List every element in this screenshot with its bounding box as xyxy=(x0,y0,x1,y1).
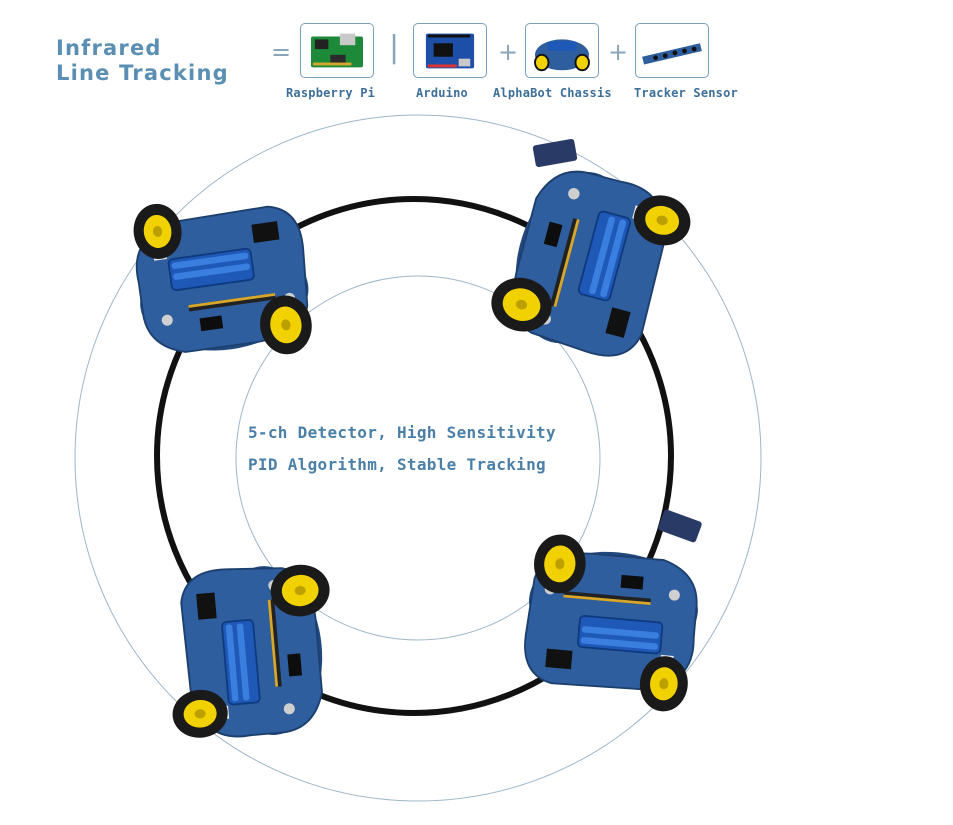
page-title: Infrared Line Tracking xyxy=(56,36,229,86)
feature-line-1: 5-ch Detector, High Sensitivity xyxy=(248,423,556,442)
black-track-line xyxy=(154,196,674,716)
label-arduino: Arduino xyxy=(416,86,468,100)
robot-bottom-right xyxy=(519,531,705,715)
robot-bottom-left xyxy=(159,559,343,745)
raspberry-pi-box xyxy=(300,23,374,78)
or-separator: | xyxy=(389,30,400,65)
label-raspberry-pi: Raspberry Pi xyxy=(286,86,376,100)
inner-ring xyxy=(235,275,601,641)
robot-top-right xyxy=(483,154,698,371)
ultrasonic-sensor-icon xyxy=(658,509,702,543)
arduino-board-icon xyxy=(425,33,475,69)
title-line-1: Infrared xyxy=(56,36,162,60)
ultrasonic-sensor-icon xyxy=(532,138,578,168)
arduino-box xyxy=(413,23,487,78)
raspberry-pi-board-icon xyxy=(310,33,364,68)
tracker-sensor-icon xyxy=(642,43,702,65)
plus-sign-2: + xyxy=(608,38,629,66)
equals-sign: = xyxy=(271,38,292,66)
tracker-sensor-box xyxy=(635,23,709,78)
label-alphabot-chassis: AlphaBot Chassis xyxy=(493,86,612,100)
label-tracker-sensor: Tracker Sensor xyxy=(634,86,738,100)
alphabot-chassis-icon xyxy=(534,39,590,72)
plus-sign-1: + xyxy=(498,38,519,66)
alphabot-chassis-box xyxy=(525,23,599,78)
robot-top-left xyxy=(125,183,319,375)
outer-ring xyxy=(74,114,762,802)
feature-line-2: PID Algorithm, Stable Tracking xyxy=(248,455,546,474)
title-line-2: Line Tracking xyxy=(56,61,229,85)
